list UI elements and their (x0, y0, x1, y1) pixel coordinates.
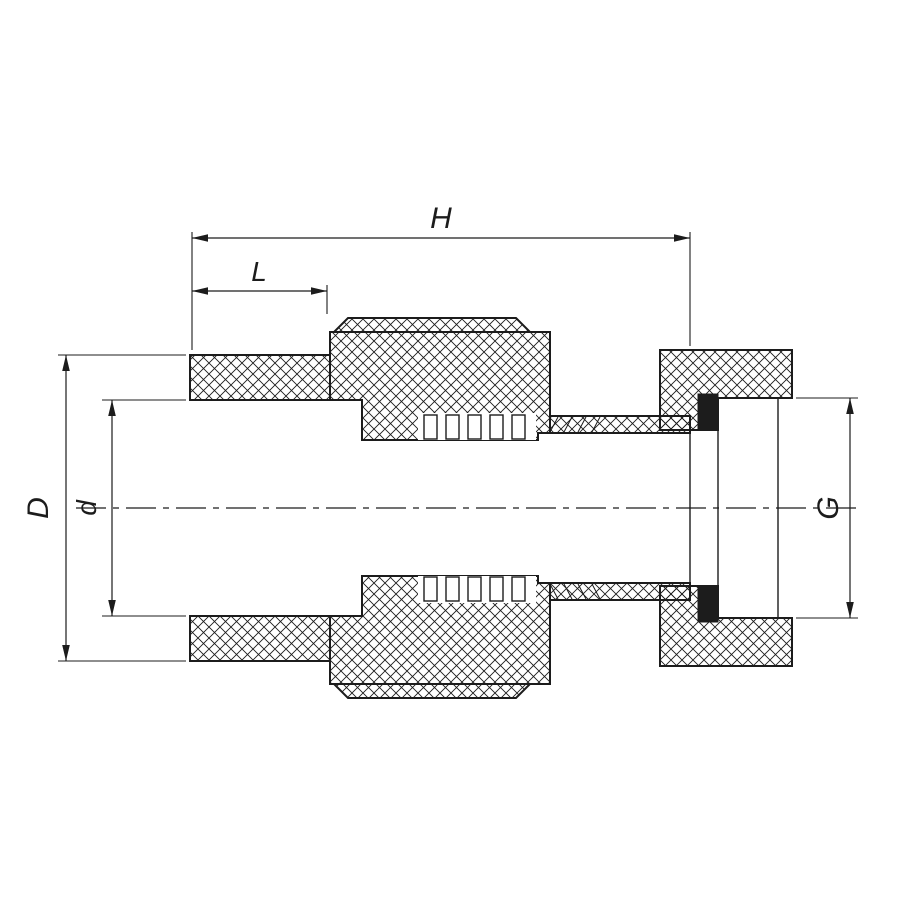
dimension-L-label: L (251, 256, 267, 287)
socket-wall-bottom (189, 615, 331, 662)
collar-top (331, 317, 533, 333)
dimension-H: H (191, 202, 691, 350)
grip-teeth-bottom (418, 576, 536, 603)
dimension-H-label: H (430, 202, 452, 235)
grip-teeth-top (418, 413, 536, 440)
dimension-d-label: d (71, 499, 102, 516)
dimension-G: G (796, 397, 858, 619)
seal-ring-bottom (697, 585, 719, 623)
collar-bottom (331, 683, 533, 699)
socket-wall-top (189, 354, 331, 401)
union-nut-bottom (659, 585, 793, 667)
union-nut-top (659, 349, 793, 431)
thread-marks (549, 416, 601, 600)
internal-edges (689, 398, 779, 618)
dimension-D: D (22, 354, 186, 662)
dimension-D-label: D (22, 497, 55, 519)
dimension-L: L (192, 256, 328, 314)
fitting-cross-section (189, 317, 793, 699)
dimension-G-label: G (812, 496, 845, 519)
dimension-d: d (71, 399, 186, 617)
seal-ring-top (697, 393, 719, 431)
